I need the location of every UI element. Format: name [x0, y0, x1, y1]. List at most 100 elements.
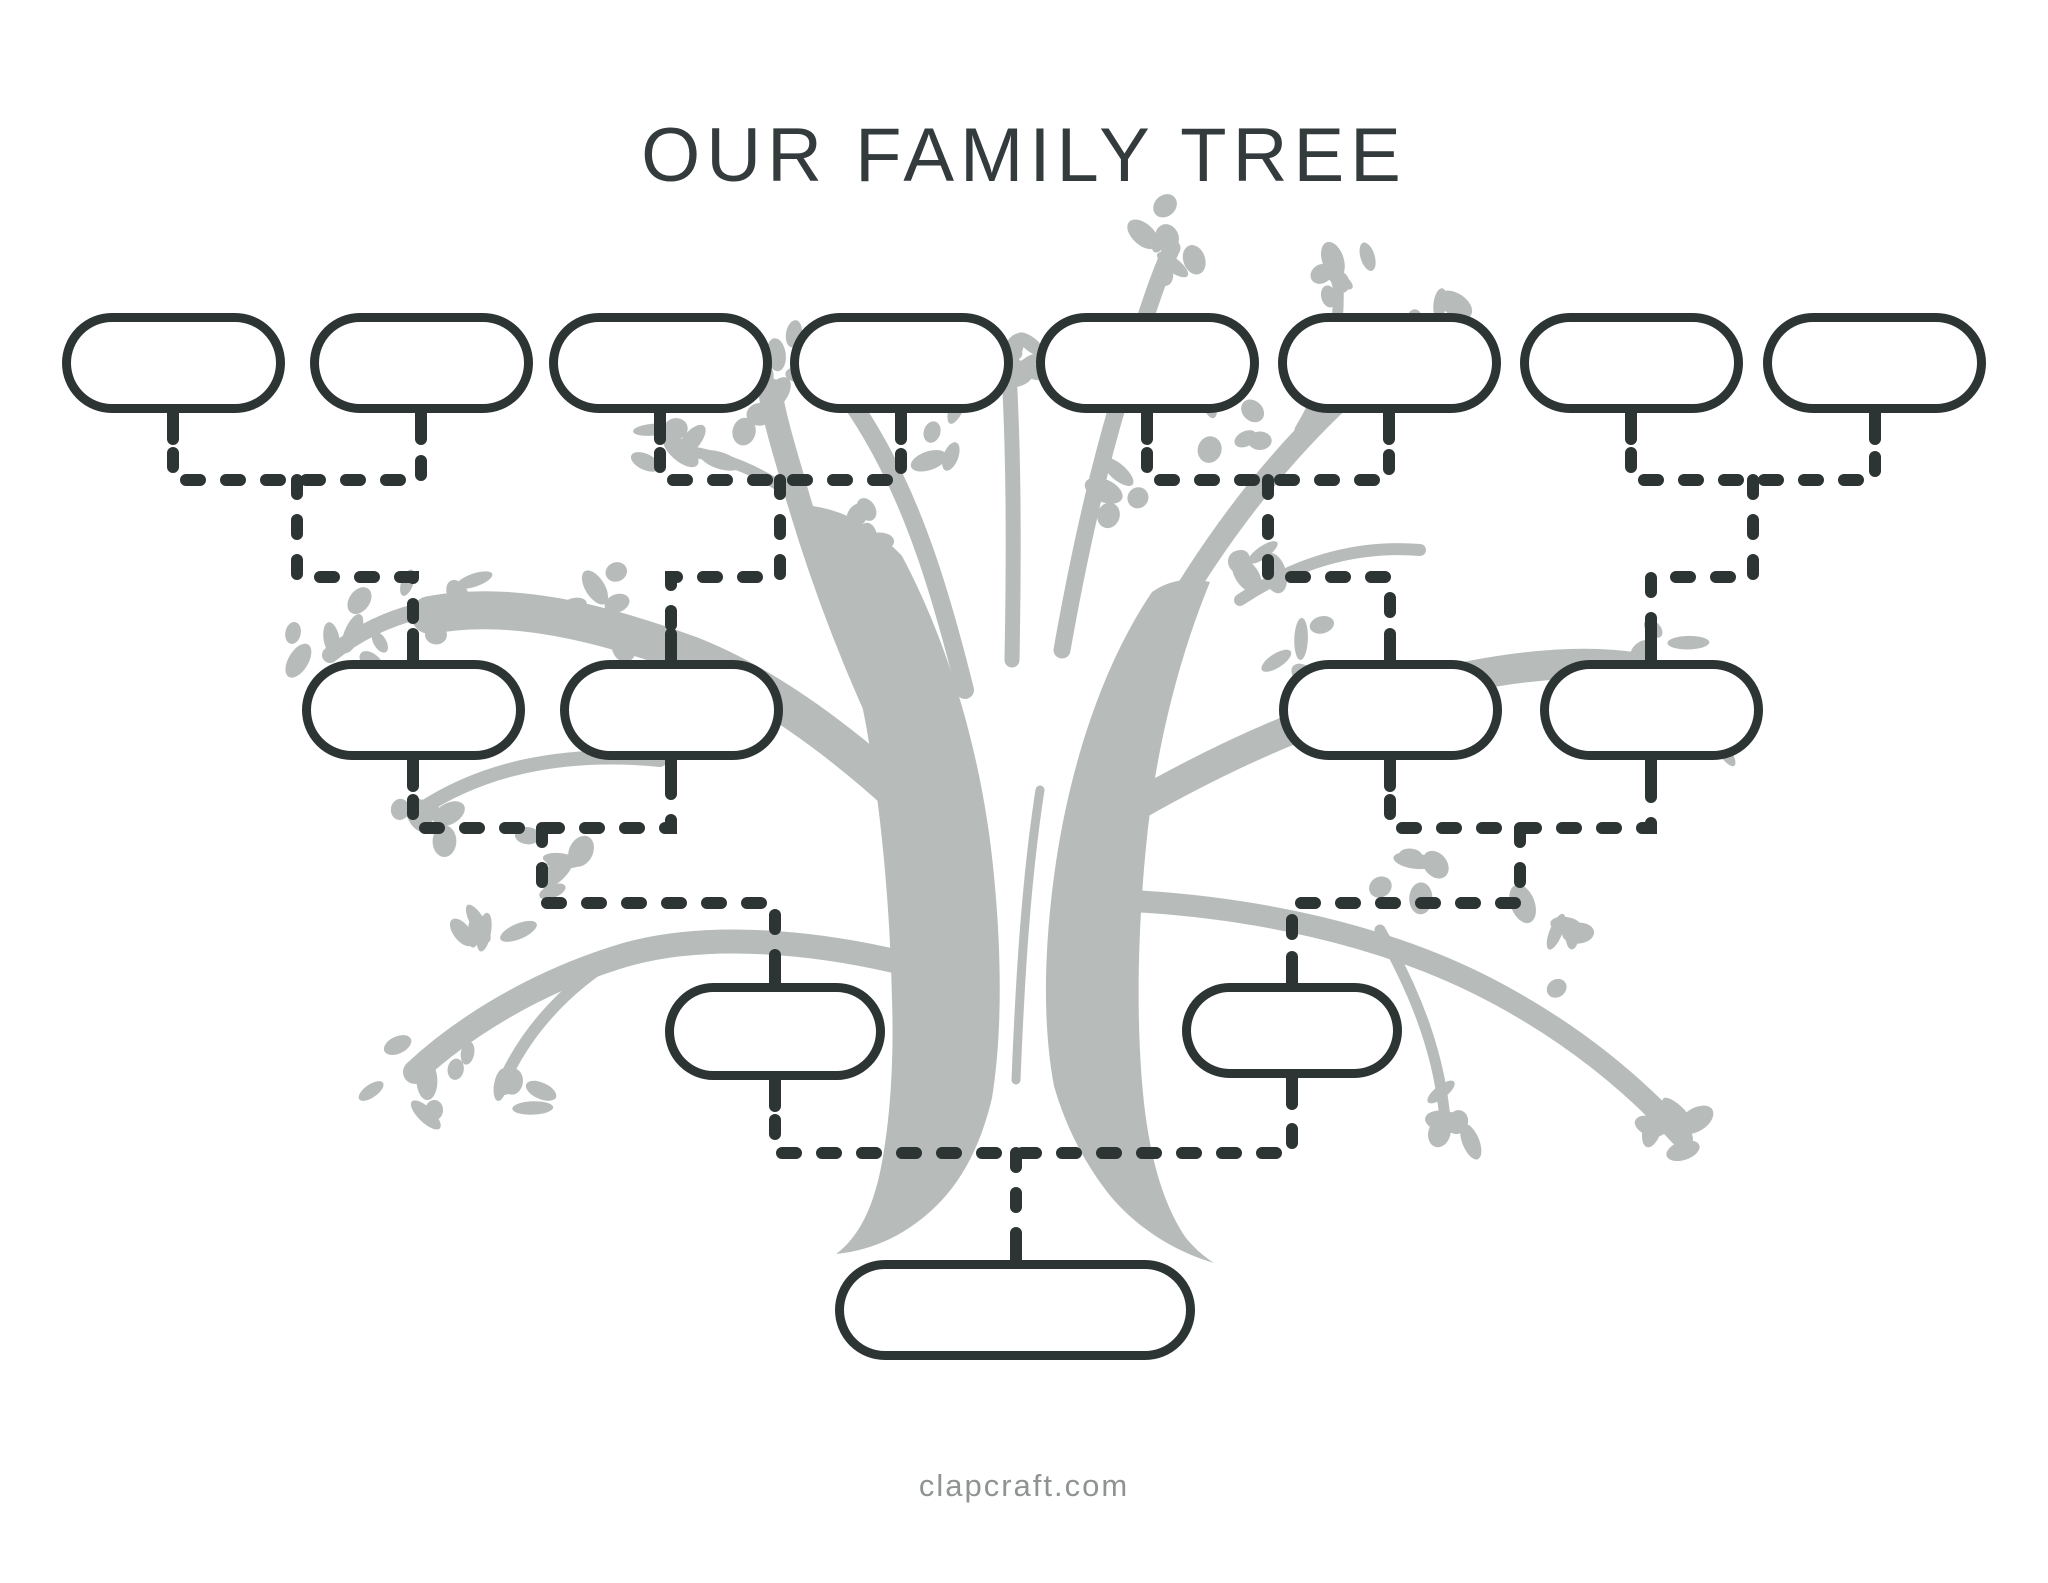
tree-leaf: [1127, 487, 1149, 509]
tree-leaf: [1320, 241, 1345, 279]
tree-leaf: [1241, 399, 1265, 423]
tree-leaf: [860, 532, 895, 553]
tree-leaf: [323, 622, 340, 657]
name-box-great-grandparents-2[interactable]: [310, 313, 533, 413]
tree-leaf: [1197, 436, 1222, 463]
tree-leaf: [358, 1081, 384, 1101]
tree-leaf: [910, 449, 947, 472]
name-box-grandparents-4[interactable]: [1540, 660, 1763, 760]
tree-leaf: [1427, 1080, 1455, 1104]
tree-leaf: [433, 801, 465, 827]
tree-leaf: [604, 593, 630, 613]
tree-trunk-right: [1045, 579, 1214, 1263]
name-box-great-grandparents-1[interactable]: [62, 313, 285, 413]
tree-leaf: [424, 624, 447, 645]
tree-leaf: [923, 421, 941, 443]
name-box-parents-1[interactable]: [665, 983, 885, 1080]
connector-lines: [167, 407, 1881, 1266]
name-box-grandparents-3[interactable]: [1279, 660, 1502, 760]
dashed-connector: [665, 474, 786, 666]
tree-leaf: [1546, 978, 1567, 998]
tree-leaf: [1153, 194, 1177, 218]
tree-leaf: [846, 503, 868, 528]
tree-leaf: [1460, 1123, 1482, 1160]
tree-leaf: [1084, 477, 1123, 504]
dashed-connector: [1384, 754, 1657, 834]
footer-site-text: clapcraft.com: [918, 1468, 1130, 1503]
tree-leaf: [1097, 502, 1120, 529]
tree-leaf: [630, 452, 660, 472]
tree-leaf: [449, 918, 474, 947]
tree-leaf: [564, 597, 587, 611]
tree-branch: [1000, 347, 1021, 668]
tree-leaf: [1666, 1140, 1700, 1162]
tree-leaf: [581, 570, 609, 605]
tree-leaf: [371, 631, 388, 653]
tree-leaf: [1182, 245, 1206, 275]
tree-leaf: [1428, 1118, 1451, 1148]
tree-branch: [1099, 889, 1691, 1146]
dashed-connector: [167, 407, 427, 486]
name-box-parents-2[interactable]: [1182, 983, 1402, 1078]
tree-leaf: [347, 587, 372, 615]
tree-leaf: [1151, 231, 1167, 253]
tree-leaf: [471, 597, 494, 616]
tree-leaf: [512, 1101, 554, 1115]
tree-leaf: [456, 571, 493, 589]
dashed-connector: [1286, 822, 1526, 989]
tree-leaf: [502, 1068, 523, 1095]
tree-leaf: [1509, 884, 1536, 924]
tree-leaf: [1399, 848, 1423, 862]
dashed-connector: [1262, 474, 1396, 666]
tree-leaf: [581, 605, 604, 630]
name-box-great-grandparents-5[interactable]: [1036, 313, 1259, 413]
dashed-connector: [536, 822, 781, 989]
name-box-great-grandparents-8[interactable]: [1763, 313, 1986, 413]
tree-leaf: [383, 1035, 412, 1055]
tree-leaf: [1247, 541, 1278, 564]
tree-branch: [1011, 785, 1045, 1085]
name-box-great-grandparents-3[interactable]: [549, 313, 772, 413]
tree-leaf: [539, 883, 566, 900]
name-box-great-grandparents-6[interactable]: [1278, 313, 1501, 413]
dashed-connector: [769, 1072, 1298, 1159]
tree-leaf: [446, 579, 471, 612]
tree-branch: [758, 378, 917, 782]
tree-leaf: [1230, 549, 1250, 571]
tree-leaf: [1261, 649, 1292, 672]
tree-leaf: [341, 613, 364, 654]
tree-leaf: [1102, 457, 1134, 486]
dashed-connector: [291, 474, 419, 666]
tree-leaf: [663, 418, 688, 440]
dashed-connector: [1645, 474, 1759, 666]
name-box-great-grandparents-7[interactable]: [1520, 313, 1743, 413]
tree-leaf: [1127, 219, 1159, 250]
tree-leaf: [762, 377, 791, 411]
tree-leaf: [1438, 290, 1473, 319]
tree-leaf: [732, 417, 756, 446]
tree-leaf: [1369, 876, 1392, 898]
tree-leaf: [460, 1041, 475, 1065]
tree-branch: [1234, 543, 1426, 606]
name-box-grandparents-1[interactable]: [302, 660, 525, 760]
tree-leaf: [1234, 430, 1257, 448]
dashed-connector: [1625, 407, 1881, 486]
name-box-great-grandparents-4[interactable]: [790, 313, 1013, 413]
name-box-child-1[interactable]: [835, 1260, 1195, 1360]
tree-leaf: [416, 1060, 438, 1101]
tree-leaf: [605, 562, 628, 582]
tree-leaf: [425, 1099, 444, 1121]
name-box-grandparents-2[interactable]: [560, 660, 783, 760]
tree-leaf: [1157, 252, 1189, 278]
tree-leaf: [285, 643, 312, 678]
tree-leaf: [285, 621, 301, 644]
tree-leaf: [1014, 353, 1039, 376]
tree-leaf: [1320, 285, 1337, 308]
tree-leaf: [1309, 616, 1334, 634]
tree-leaf: [699, 450, 740, 471]
tree-leaf: [476, 912, 492, 952]
tree-leaf: [1422, 850, 1449, 879]
tree-leaf: [447, 1058, 464, 1080]
tree-leaf: [676, 424, 706, 458]
